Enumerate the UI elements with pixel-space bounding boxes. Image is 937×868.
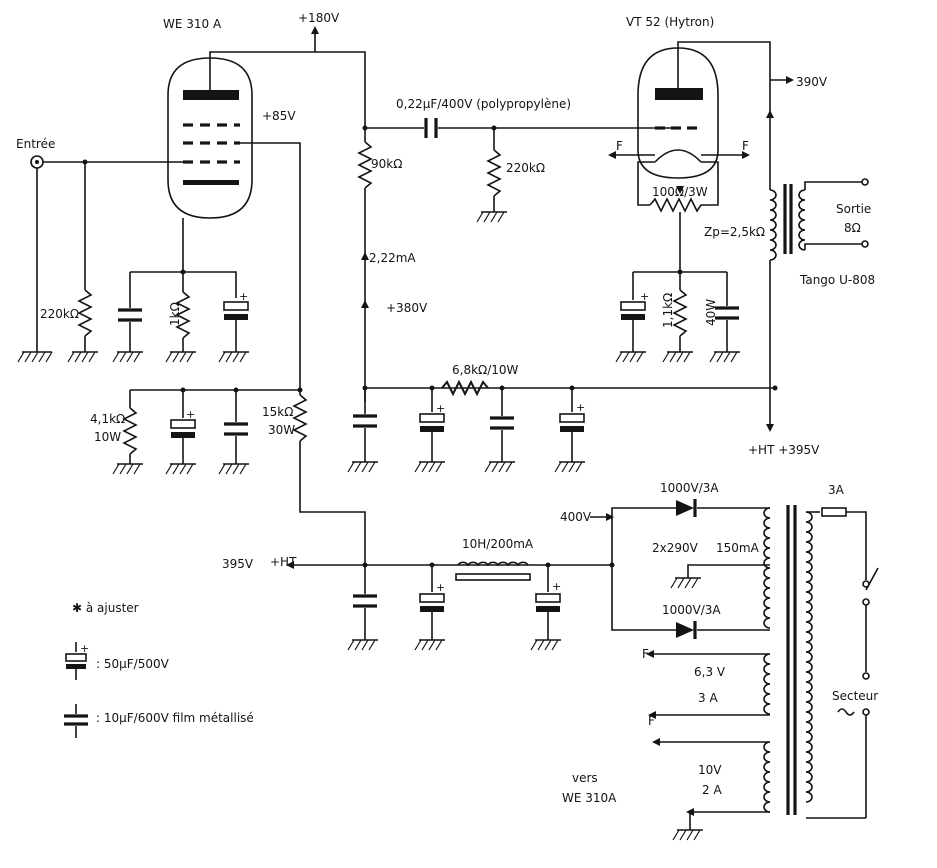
r220k-left-label: 220kΩ [40, 307, 79, 321]
resistor-15k [292, 394, 308, 442]
v390-label: 390V [796, 75, 828, 89]
v380-label: +380V [386, 301, 428, 315]
legend-elec-text: : 50µF/500V [96, 657, 170, 671]
f2-label: F [648, 714, 655, 728]
r100-label: 100Ω/3W [652, 185, 708, 199]
v10-label: 10V [698, 763, 722, 777]
ground-grid-resistor [67, 351, 98, 363]
ht395-label: +HT +395V [748, 443, 820, 457]
r11k-label: 1,1kΩ [661, 293, 675, 328]
output-transformer [769, 184, 806, 261]
f-left-label: F [616, 139, 623, 153]
ground-input [17, 351, 53, 363]
svg-text:+: + [436, 402, 445, 415]
v63-label: 6,3 V [694, 665, 726, 679]
r68k-label: 6,8kΩ/10W [452, 363, 519, 377]
d2-label: 1000V/3A [662, 603, 721, 617]
adjust-note: ✱ à ajuster [72, 601, 139, 615]
w30-label: 30W [268, 423, 295, 437]
output-terminal-1[interactable] [861, 178, 869, 186]
mains-terminal-2[interactable] [862, 708, 870, 716]
tube1-label: WE 310 A [163, 17, 222, 31]
choke-10h [455, 561, 531, 581]
capacitor-cathode-film [118, 308, 142, 322]
secteur-label: Secteur [832, 689, 878, 703]
svg-text:+: + [436, 581, 445, 594]
ground-power [672, 829, 703, 841]
a2-label: 2 A [702, 783, 722, 797]
capacitor-cathode-electrolytic [223, 301, 249, 320]
entree-label: Entrée [16, 137, 55, 151]
fuse-3a [821, 507, 847, 517]
ma150-label: 150mA [716, 541, 760, 555]
capacitor-coupling [424, 118, 438, 138]
tube2-label: VT 52 (Hytron) [626, 15, 714, 29]
resistor-1k1 [672, 289, 688, 337]
resistor-1k-cathode [175, 291, 191, 339]
resistor-220k-grid2 [486, 149, 502, 197]
diode-1 [676, 499, 697, 517]
resistor-4k1 [122, 407, 138, 455]
resistor-90k [357, 141, 373, 189]
coupling-cap-label: 0,22µF/400V (polypropylène) [396, 97, 571, 111]
svg-text:+: + [552, 580, 561, 593]
legend-film-text: : 10µF/600V film métallisé [96, 711, 254, 725]
v85-label: +85V [262, 109, 296, 123]
a3-label: 3A [828, 483, 845, 497]
ht-left-label: +HT [270, 555, 297, 569]
input-jack[interactable] [30, 155, 44, 169]
zp-label: Zp=2,5kΩ [704, 225, 765, 239]
power-transformer [763, 505, 813, 815]
diode-2 [676, 621, 697, 639]
legend-electrolytic-symbol [65, 642, 87, 680]
tango-label: Tango U-808 [799, 273, 875, 287]
mains-terminal-1[interactable] [862, 672, 870, 680]
w10-label: 10W [94, 430, 121, 444]
r1k-label: 1kΩ [168, 302, 182, 326]
d1-label: 1000V/3A [660, 481, 719, 495]
choke-label: 10H/200mA [462, 537, 534, 551]
tube-vt52 [637, 47, 719, 179]
r90k-label: 90kΩ [371, 157, 402, 171]
resistor-100-hum [649, 197, 706, 213]
svg-text:+: + [80, 642, 89, 655]
f1-label: F [642, 647, 649, 661]
ma222-label: 2,22mA [369, 251, 416, 265]
v400-label: 400V [560, 510, 592, 524]
f-right-label: F [742, 139, 749, 153]
eight-ohm-label: 8Ω [844, 221, 861, 235]
r15k-label: 15kΩ [262, 405, 293, 419]
legend-film-symbol [64, 704, 88, 738]
resistor-220k-grid [77, 289, 93, 337]
we310a-bottom-label: WE 310A [562, 791, 617, 805]
tube-we310a [167, 57, 253, 219]
ac-symbol-icon [837, 708, 855, 716]
v2x290-label: 2x290V [652, 541, 699, 555]
svg-text:+: + [186, 408, 195, 421]
svg-text:+: + [239, 290, 248, 303]
output-terminal-2[interactable] [861, 240, 869, 248]
sortie-label: Sortie [836, 202, 871, 216]
w40-label: 40W [704, 299, 718, 326]
svg-text:+: + [640, 290, 649, 303]
resistor-6k8 [441, 379, 489, 397]
r41k-label: 4,1kΩ [90, 412, 125, 426]
v180-label: +180V [298, 11, 340, 25]
vers-label: vers [572, 771, 598, 785]
svg-text:+: + [576, 401, 585, 414]
a3b-label: 3 A [698, 691, 718, 705]
v395-left-label: 395V [222, 557, 254, 571]
r220k-grid-label: 220kΩ [506, 161, 545, 175]
